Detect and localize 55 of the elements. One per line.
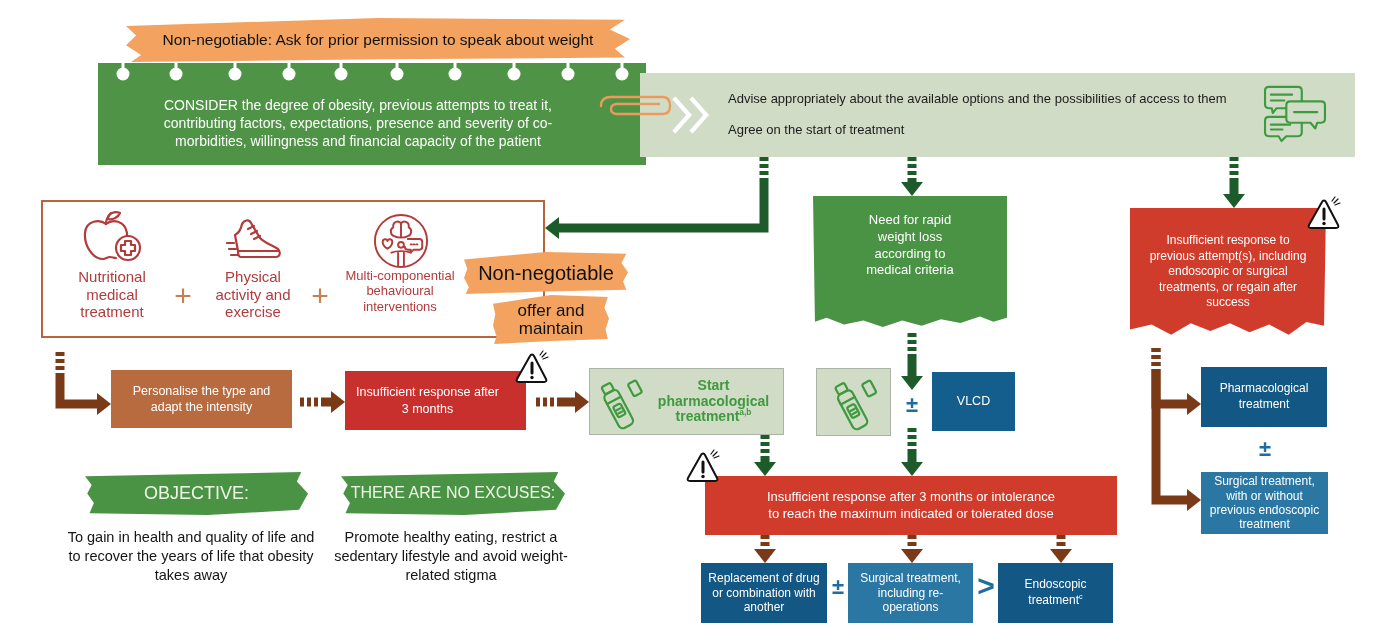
step-box: [816, 368, 891, 436]
operator-sign: ±: [1257, 437, 1273, 462]
step-text: Pharmacological treatment: [1218, 381, 1310, 413]
note-text: CONSIDER the degree of obesity, previous attempts to treat it, contributing factors, expectations, presence and severity of co-morbidities, willingness and financial capacity of the patient: [162, 95, 554, 151]
operator-sign: ±: [830, 575, 846, 600]
advice-text: Agree on the start of treatment: [728, 122, 905, 139]
tape-text: offer and maintain: [516, 301, 586, 338]
step-text: Surgical treatment, with or without previous endoscopic treatment: [1208, 474, 1321, 532]
step-box: [111, 370, 292, 428]
step-text: Surgical treatment, including re-operations: [859, 571, 962, 615]
operator-sign: ±: [901, 390, 923, 420]
step-text: Endoscopic treatment$^{c}$: [1023, 577, 1088, 609]
tape-label: [464, 252, 628, 294]
arrow: [754, 535, 776, 563]
component-label: Multi-componential behavioural interventions: [344, 268, 456, 314]
info-band: [640, 73, 1355, 157]
step-box: [1201, 367, 1327, 427]
ribbon-note: Promote healthy eating, restrict a sedentary lifestyle and avoid weight-related stigma: [333, 528, 569, 585]
arrow: [901, 535, 923, 563]
banner-text: Non-negotiable: Ask for prior permission to speak about weight: [162, 29, 594, 50]
note-card: [98, 63, 646, 165]
step-text: Need for rapid weight loss according to medical criteria: [865, 211, 955, 280]
ribbon-heading: THERE ARE NO EXCUSES:: [350, 483, 556, 504]
step-text: Insufficient response after 3 months: [355, 384, 500, 417]
step-text: Personalise the type and adapt the intensity: [131, 382, 272, 416]
plus-sign: +: [173, 278, 193, 314]
arrow: [1223, 157, 1245, 208]
step-box: [932, 372, 1015, 431]
component-label: Physical activity and exercise: [214, 268, 292, 322]
step-box: [1201, 472, 1328, 534]
step-box: [705, 476, 1117, 535]
step-text: Insufficient response to previous attempt(s), including endoscopic or surgical treatments, or regain after success: [1148, 233, 1308, 311]
advice-text: Advise appropriately about the available options and the possibilities of access to them: [728, 91, 1227, 108]
ribbon-heading: OBJECTIVE:: [144, 481, 249, 505]
operator-sign: >: [976, 569, 996, 602]
step-text: VLCD: [956, 393, 991, 410]
torn-note: [813, 196, 1007, 327]
step-box: [998, 563, 1113, 623]
plus-sign: +: [310, 278, 330, 314]
step-text: Replacement of drug or combination with another: [707, 571, 821, 615]
torn-note: [1130, 208, 1326, 336]
arrow: [754, 435, 776, 476]
ribbon-note: To gain in health and quality of life and to recover the years of life that obesity takes away: [66, 528, 316, 585]
step-box: [701, 563, 827, 623]
step-box: [345, 371, 526, 430]
tape-text: Non-negotiable: [478, 261, 614, 286]
step-text: Insufficient response after 3 months or intolerance to reach the maximum indicated or tolerated dose: [765, 489, 1057, 522]
step-text: Start pharmacological treatment$^{a,b}$: [656, 378, 771, 425]
tape-label: [493, 295, 609, 344]
arrow: [545, 157, 769, 239]
component-label: Nutritional medical treatment: [77, 268, 147, 322]
step-box: [848, 563, 973, 623]
arrow: [901, 157, 923, 196]
arrow: [1050, 535, 1072, 563]
step-box: [589, 368, 784, 435]
